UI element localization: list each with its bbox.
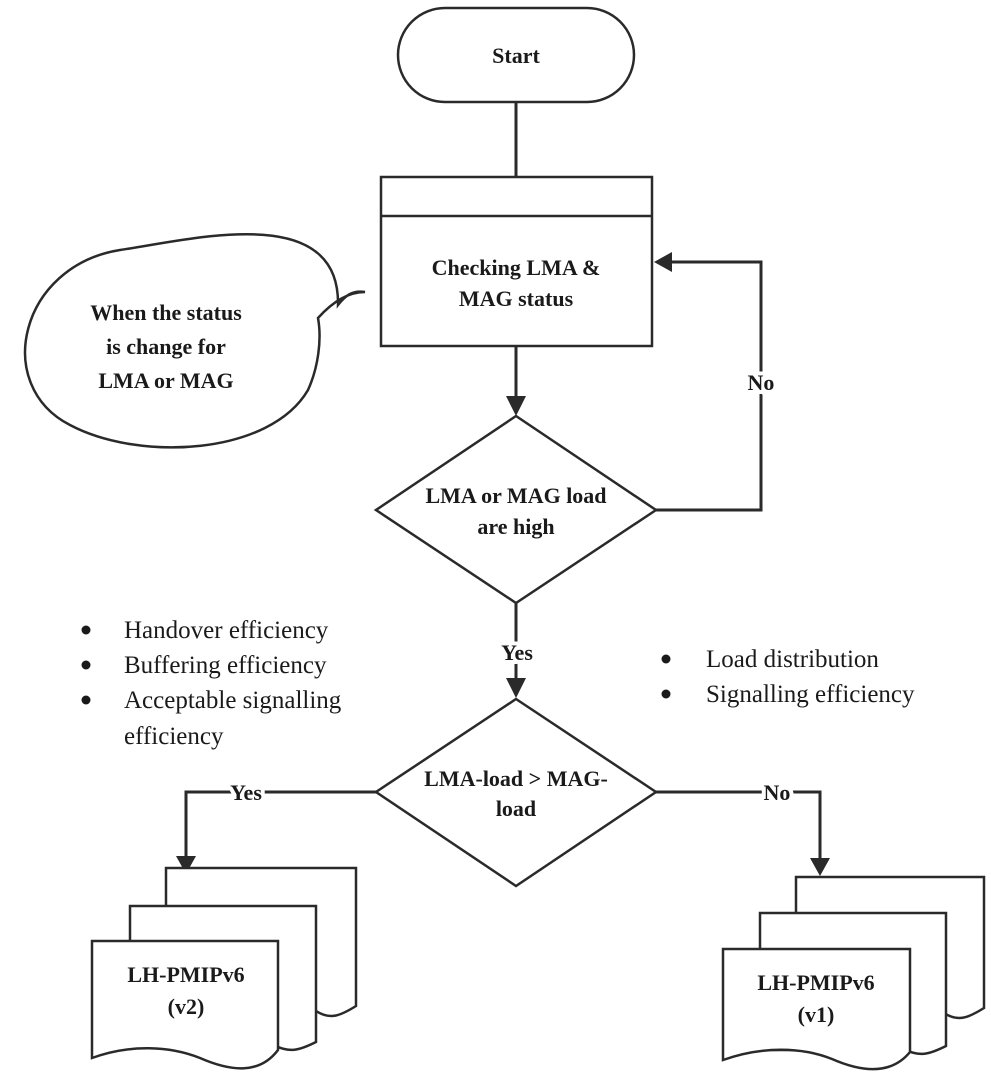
edge-label-no-loop: No [748,370,775,395]
left-note-2: Buffering efficiency [124,652,327,679]
start-node: Start [396,6,636,104]
left-note-3-cont: efficiency [124,723,224,750]
edge-no-loop [656,260,763,512]
right-note-2: Signalling efficiency [706,681,915,708]
check-process-node: Checking LMA & MAG status [379,175,654,348]
arrowhead-decision-compare [506,678,526,698]
right-note-1: Load distribution [706,646,879,673]
decision-load-high: LMA or MAG load are high [373,414,659,605]
bullet-dot [661,689,671,699]
left-note-3: Acceptable signalling [124,687,342,714]
left-notes: Handover efficiency Buffering efficiency… [81,617,342,750]
document-stack-v2: LH-PMIPv6 (v2) [90,866,358,1070]
edge-label-no-right: No [764,780,791,805]
edge-no-v1 [656,790,822,858]
right-notes: Load distribution Signalling efficiency [661,646,915,708]
start-label: Start [492,43,540,68]
callout-line3: LMA or MAG [98,368,233,393]
bullet-dot [81,660,91,670]
edge-yes-v2 [184,790,376,856]
arrowhead-no-v1 [810,858,830,876]
left-note-1: Handover efficiency [124,617,329,644]
callout-line2: is change for [106,334,226,359]
document-v2-line2: (v2) [168,994,205,1019]
document-v1-line1: LH-PMIPv6 [757,970,874,995]
document-stack-v1: LH-PMIPv6 (v1) [721,875,986,1071]
decision-load-high-line1: LMA or MAG load [425,483,606,508]
bullet-dot [81,695,91,705]
bullet-dot [661,654,671,664]
edge-label-yes-mid: Yes [501,640,533,665]
callout-line1: When the status [90,300,242,325]
check-process-label-line2: MAG status [459,286,574,311]
status-callout: When the status is change for LMA or MAG [23,232,366,449]
arrowhead-yes-v2 [176,856,196,874]
document-v1-line2: (v1) [798,1002,835,1027]
arrowhead-check-decision [506,396,526,416]
decision-load-compare: LMA-load > MAG- load [373,697,659,888]
connectors [176,102,830,876]
check-process-label-line1: Checking LMA & [432,255,601,280]
decision-compare-line1: LMA-load > MAG- [424,766,608,791]
arrowhead-no-loop [654,252,672,272]
document-v2-line1: LH-PMIPv6 [127,962,244,987]
decision-load-high-line2: are high [477,514,554,539]
bullet-dot [81,625,91,635]
decision-compare-line2: load [496,796,536,821]
edge-label-yes-left: Yes [230,780,262,805]
